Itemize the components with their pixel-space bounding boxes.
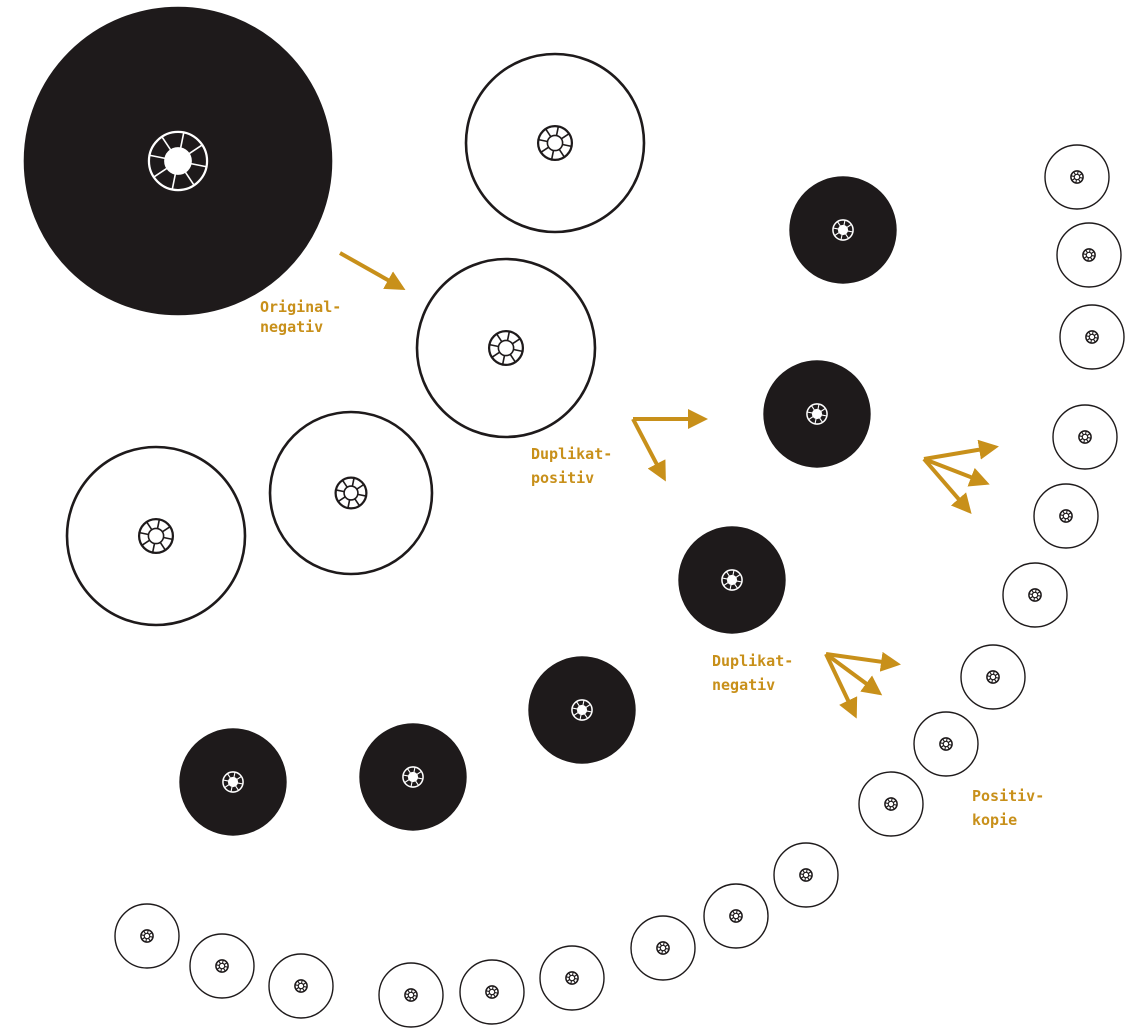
duplikat-negativ-reel bbox=[529, 657, 635, 763]
positiv-kopie-reel bbox=[961, 645, 1025, 709]
positiv-kopie-reel bbox=[540, 946, 604, 1010]
positiv-kopie-reel bbox=[190, 934, 254, 998]
positiv-kopie-reel bbox=[631, 916, 695, 980]
positiv-kopie-reel bbox=[460, 960, 524, 1024]
positiv-kopie-reel bbox=[1003, 563, 1067, 627]
reel-disc bbox=[270, 412, 432, 574]
reel-disc bbox=[1034, 484, 1098, 548]
reel-disc bbox=[631, 916, 695, 980]
positiv-kopie-reel bbox=[269, 954, 333, 1018]
duplikat-negativ-reel bbox=[679, 527, 785, 633]
label-positiv-kopie: Positiv- kopie bbox=[972, 787, 1044, 829]
label-line: negativ bbox=[260, 318, 323, 336]
positiv-kopie-reel bbox=[774, 843, 838, 907]
label-line: Original- bbox=[260, 298, 341, 316]
reel-disc bbox=[914, 712, 978, 776]
positiv-kopie-reel bbox=[115, 904, 179, 968]
reel-disc bbox=[460, 960, 524, 1024]
duplikat-positiv-reel bbox=[67, 447, 245, 625]
reel-disc bbox=[774, 843, 838, 907]
positiv-kopie-reel bbox=[1034, 484, 1098, 548]
label-duplikat-negativ: Duplikat- negativ bbox=[712, 652, 793, 694]
flow-arrow bbox=[924, 447, 995, 459]
reel-disc bbox=[1003, 563, 1067, 627]
duplikat-positiv-reel bbox=[270, 412, 432, 574]
positiv-kopie-reel bbox=[704, 884, 768, 948]
reel-disc bbox=[540, 946, 604, 1010]
duplikat-negativ-reel bbox=[360, 724, 466, 830]
label-line: Duplikat- bbox=[712, 652, 793, 670]
reel-disc bbox=[1053, 405, 1117, 469]
reel-disc bbox=[466, 54, 644, 232]
positiv-kopie-reel bbox=[1057, 223, 1121, 287]
duplikat-positiv-reel bbox=[417, 259, 595, 437]
reel-disc bbox=[859, 772, 923, 836]
positiv-kopie-reel bbox=[914, 712, 978, 776]
label-line: Duplikat- bbox=[531, 445, 612, 463]
label-line: positiv bbox=[531, 469, 594, 487]
label-original-negativ: Original- negativ bbox=[260, 298, 341, 336]
reel-disc bbox=[417, 259, 595, 437]
positiv-kopie-reel bbox=[1053, 405, 1117, 469]
reel-disc bbox=[379, 963, 443, 1027]
label-line: Positiv- bbox=[972, 787, 1044, 805]
label-duplikat-positiv: Duplikat- positiv bbox=[531, 445, 612, 487]
duplikat-negativ-reel bbox=[764, 361, 870, 467]
reel-disc bbox=[1045, 145, 1109, 209]
reel-disc bbox=[269, 954, 333, 1018]
flow-arrow bbox=[340, 253, 402, 288]
label-line: kopie bbox=[972, 811, 1017, 829]
reel-disc bbox=[1060, 305, 1124, 369]
duplikat-negativ-reel bbox=[790, 177, 896, 283]
reel-disc bbox=[67, 447, 245, 625]
positiv-kopie-reel bbox=[379, 963, 443, 1027]
positiv-kopie-reel bbox=[1045, 145, 1109, 209]
duplikat-positiv-reel bbox=[466, 54, 644, 232]
reel-disc bbox=[1057, 223, 1121, 287]
original-negativ-reel bbox=[25, 8, 331, 314]
duplikat-negativ-reel bbox=[180, 729, 286, 835]
label-line: negativ bbox=[712, 676, 775, 694]
reel-disc bbox=[115, 904, 179, 968]
positiv-kopie-reel bbox=[859, 772, 923, 836]
reels-layer bbox=[25, 8, 1124, 1027]
flow-arrow bbox=[633, 419, 664, 478]
reel-disc bbox=[961, 645, 1025, 709]
positiv-kopie-reel bbox=[1060, 305, 1124, 369]
reel-disc bbox=[190, 934, 254, 998]
reel-disc bbox=[704, 884, 768, 948]
